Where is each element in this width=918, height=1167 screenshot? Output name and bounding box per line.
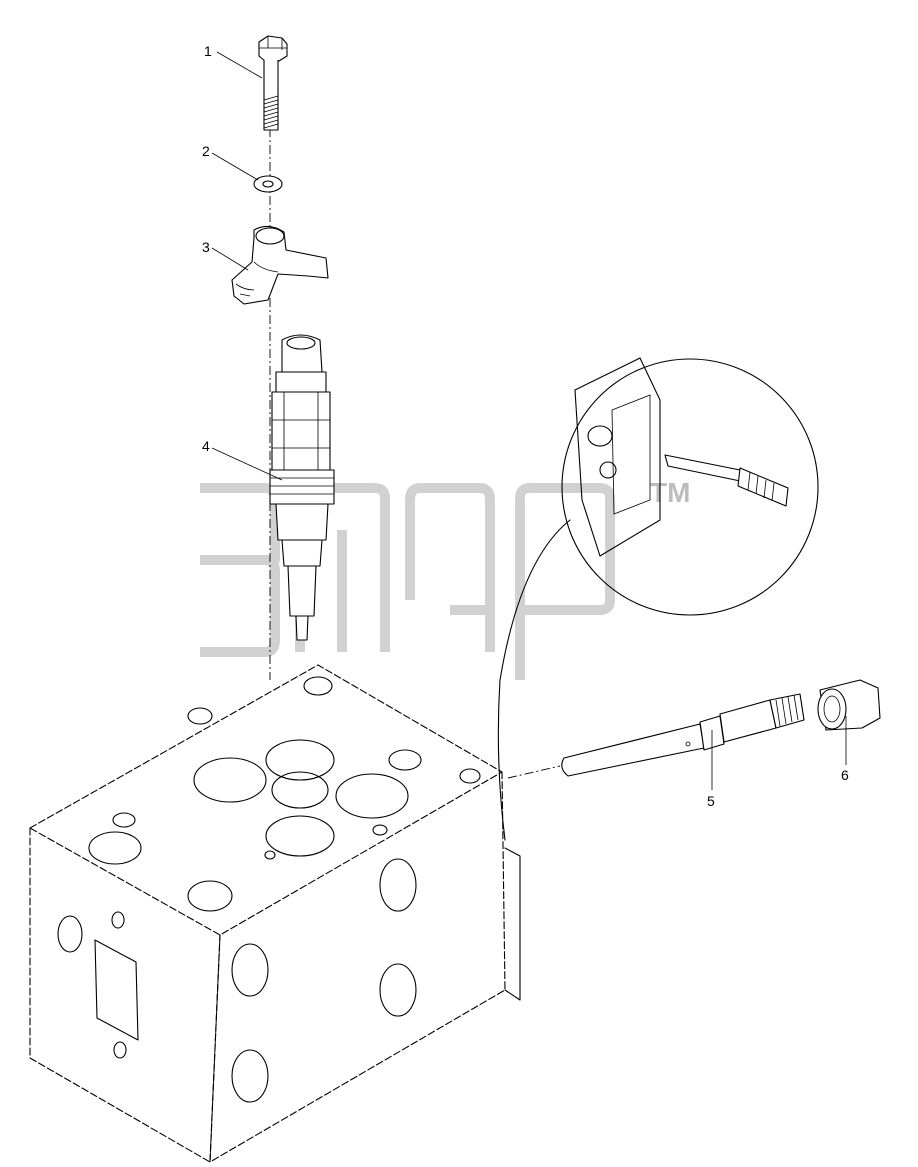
callout-6: 6	[841, 767, 849, 783]
part-6-nut	[817, 679, 881, 731]
callout-5: 5	[707, 793, 715, 809]
watermark-logo: TM	[200, 477, 690, 680]
part-4-injector	[269, 334, 335, 641]
callout-3: 3	[202, 239, 210, 255]
watermark-trademark: TM	[650, 477, 690, 508]
callout-numbers: 1 2 3 4 5 6	[202, 43, 849, 809]
part-3-clamp	[231, 225, 329, 305]
detail-view-circle	[497, 357, 819, 841]
part-2-washer	[253, 175, 283, 193]
leader-lines	[211, 51, 847, 790]
cylinder-head	[29, 664, 521, 1163]
callout-4: 4	[202, 438, 210, 454]
part-1-bolt	[258, 35, 288, 131]
callout-1: 1	[204, 43, 212, 59]
part-5-pressure-pipe	[561, 693, 805, 777]
callout-2: 2	[202, 143, 210, 159]
tube-axis-line	[507, 765, 561, 779]
